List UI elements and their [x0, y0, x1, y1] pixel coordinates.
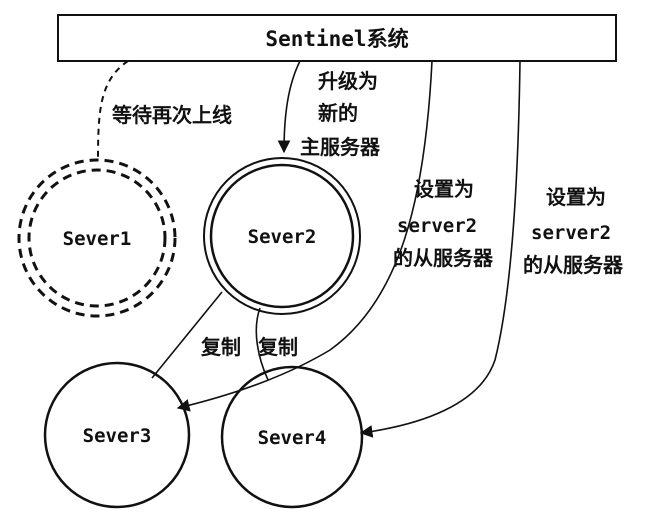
set-slave-a-line-3: 的从服务器 — [393, 246, 494, 270]
sever2-inner-ring — [209, 163, 355, 309]
promote-line-1: 升级为 — [318, 69, 378, 93]
set-slave-label-b: 设置为 — [546, 185, 606, 209]
sever3-label: Sever3 — [83, 425, 152, 447]
promote-label: 升级为 新的 主服务器 — [300, 69, 385, 159]
set-slave-b-line-1: 设置为 — [546, 185, 606, 209]
sever3-circle — [43, 361, 191, 509]
sentinel-label: Sentinel系统 — [265, 27, 408, 51]
sever1-label: Sever1 — [63, 228, 132, 250]
replicate-line-s4 — [255, 307, 269, 381]
set-slave-arrow-s3 — [176, 60, 433, 412]
sever2-outer-ring — [203, 157, 361, 315]
replicate-label-a: 复制 — [200, 335, 241, 359]
sever4-circle — [220, 365, 364, 509]
set-slave-b-server: server2 — [531, 222, 611, 244]
wait-connector — [97, 60, 129, 161]
set-slave-label-a: 设置为 — [414, 177, 474, 201]
set-slave-a-server: server2 — [397, 215, 477, 237]
replicate-label-b: 复制 — [257, 335, 298, 359]
promote-line-3: 主服务器 — [300, 135, 381, 159]
promote-arrow — [277, 60, 301, 154]
set-slave-arrow-s4 — [359, 60, 521, 438]
set-slave-b-line-3: 的从服务器 — [523, 253, 624, 277]
replicate-line-s3 — [151, 291, 223, 379]
sever4-label: Sever4 — [258, 427, 327, 449]
sever1-outer-ring — [17, 158, 177, 318]
set-slave-a-line-1: 设置为 — [414, 177, 474, 201]
promote-line-2: 新的 — [318, 101, 358, 125]
sever2-label: Sever2 — [248, 226, 317, 248]
wait-online-label: 等待再次上线 — [112, 103, 232, 127]
sentinel-box — [57, 14, 617, 62]
sever1-inner-ring — [27, 168, 167, 308]
